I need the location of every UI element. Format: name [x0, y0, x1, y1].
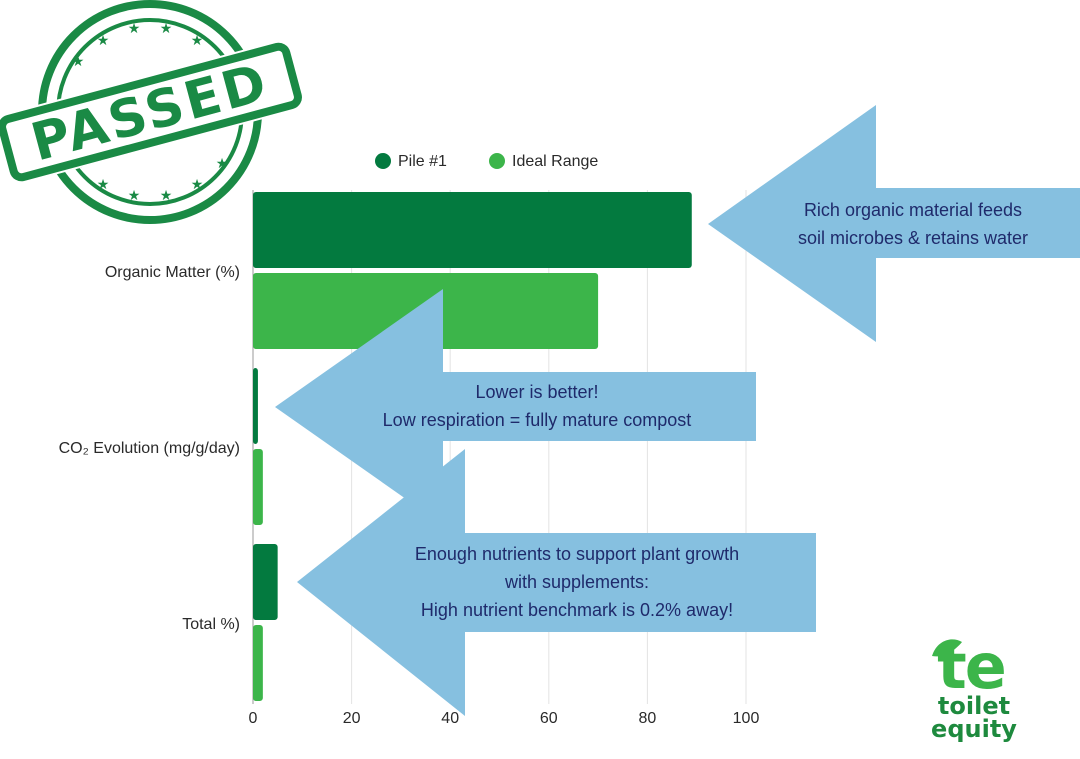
legend: Pile #1 Ideal Range: [375, 153, 598, 170]
bars: [253, 192, 692, 701]
legend-marker-ideal: [489, 153, 505, 169]
callout-arrow-organic: [708, 105, 1080, 342]
logo-mark: te: [937, 630, 1005, 703]
callout-co2: Lower is better! Low respiration = fully…: [275, 289, 756, 525]
callout-arrow-total: [297, 449, 816, 716]
x-tick-label: 80: [639, 710, 657, 727]
leaf-icon: [932, 639, 962, 657]
callout-total-line-3: High nutrient benchmark is 0.2% away!: [421, 600, 733, 620]
x-tick-label: 100: [733, 710, 760, 727]
svg-text:★: ★: [128, 20, 141, 36]
callout-organic-line-1: Rich organic material feeds: [804, 200, 1022, 220]
callout-organic: Rich organic material feeds soil microbe…: [708, 105, 1080, 342]
x-tick-label: 0: [249, 710, 258, 727]
bar-ideal: [253, 449, 263, 525]
logo-line-2: equity: [931, 715, 1017, 743]
category-label: Organic Matter (%): [105, 264, 240, 281]
callout-organic-line-2: soil microbes & retains water: [798, 228, 1028, 248]
category-labels: Organic Matter (%) CO₂ Evolution (mg/g/da…: [59, 264, 240, 633]
svg-text:★: ★: [97, 176, 110, 192]
x-tick-label: 40: [441, 710, 459, 727]
callout-total-line-1: Enough nutrients to support plant growth: [415, 544, 739, 564]
svg-text:★: ★: [160, 187, 173, 203]
svg-text:★: ★: [72, 53, 85, 69]
legend-label-pile: Pile #1: [398, 153, 447, 170]
callout-co2-line-2: Low respiration = fully mature compost: [383, 410, 692, 430]
svg-text:★: ★: [191, 32, 204, 48]
bar-pile: [253, 544, 278, 620]
bar-ideal: [253, 625, 263, 701]
x-tick-labels: 0 20 40 60 80 100: [249, 710, 760, 727]
category-label: Total %): [182, 616, 240, 633]
legend-marker-pile: [375, 153, 391, 169]
bar-pile: [253, 368, 258, 444]
legend-label-ideal: Ideal Range: [512, 153, 598, 170]
bar-pile: [253, 192, 692, 268]
callout-total: Enough nutrients to support plant growth…: [297, 449, 816, 716]
stamp-text: PASSED: [25, 53, 275, 174]
svg-text:★: ★: [97, 32, 110, 48]
callout-total-line-2: with supplements:: [504, 572, 649, 592]
passed-stamp: ★★★ ★★★ ★★★ ★★★ PASSED: [0, 0, 308, 224]
x-tick-label: 20: [343, 710, 361, 727]
svg-text:★: ★: [191, 176, 204, 192]
callout-co2-line-1: Lower is better!: [475, 382, 598, 402]
x-tick-label: 60: [540, 710, 558, 727]
svg-text:★: ★: [216, 155, 229, 171]
category-label: CO₂ Evolution (mg/g/day): [59, 440, 240, 457]
logo-line-1: toilet: [938, 692, 1010, 720]
toilet-equity-logo: te toilet equity: [931, 630, 1017, 743]
svg-text:★: ★: [160, 20, 173, 36]
svg-text:★: ★: [128, 187, 141, 203]
callout-arrow-co2: [275, 289, 756, 525]
